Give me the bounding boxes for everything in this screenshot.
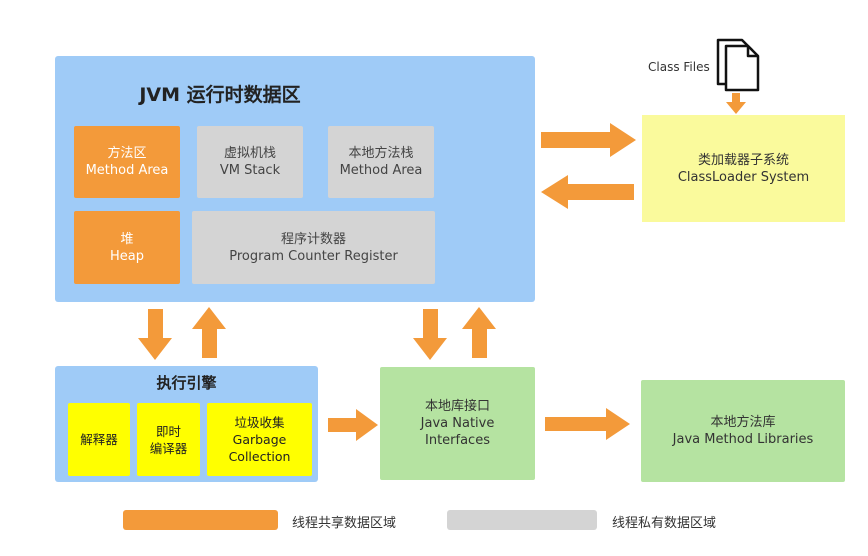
execution-engine-title: 执行引擎 [156, 374, 217, 392]
class-files-label: Class Files [648, 60, 710, 74]
arrow-jni-to-native [545, 408, 630, 440]
method-area-cn: 方法区 [107, 146, 147, 161]
arrow-jvm-to-jni [413, 309, 447, 360]
arrow-jvm-to-loader [541, 123, 636, 157]
vm-stack-en: VM Stack [219, 163, 281, 178]
interpreter-label: 解释器 [80, 432, 118, 447]
heap-en: Heap [110, 248, 144, 264]
vm-stack-box: 虚拟机栈 VM Stack [197, 126, 303, 198]
classloader-en: ClassLoader System [677, 169, 810, 185]
jni-box: 本地库接口 Java Native Interfaces [380, 367, 535, 480]
arrow-jvm-to-exec [138, 309, 172, 360]
garbage-collection-box: 垃圾收集 Garbage Collection [207, 403, 312, 476]
gc-cn: 垃圾收集 [234, 415, 285, 430]
gc-en-line1: Garbage [232, 432, 287, 447]
native-stack-en: Method Area [339, 163, 423, 178]
jit-label-line1: 即时 [155, 423, 181, 439]
pc-register-box: 程序计数器 Program Counter Register [192, 211, 435, 284]
interpreter-box: 解释器 [68, 403, 130, 476]
jni-cn: 本地库接口 [424, 399, 490, 414]
arrow-exec-to-jni [328, 409, 378, 441]
native-lib-en: Java Method Libraries [672, 432, 814, 447]
jni-en-line2: Interfaces [425, 433, 490, 448]
file-icon [716, 38, 760, 92]
method-area-en: Method Area [85, 163, 169, 178]
jit-label-line2: 编译器 [149, 440, 188, 456]
heap-box: 堆 Heap [74, 211, 180, 284]
arrow-classfiles-to-loader [726, 93, 746, 114]
arrow-jni-to-jvm [462, 307, 496, 358]
pc-register-en: Program Counter Register [229, 248, 398, 264]
heap-cn: 堆 [120, 231, 134, 247]
gc-en-line2: Collection [228, 449, 291, 464]
legend-shared-swatch [123, 510, 278, 530]
native-stack-box: 本地方法栈 Method Area [328, 126, 434, 198]
arrow-exec-to-jvm [192, 307, 226, 358]
native-stack-cn: 本地方法栈 [348, 146, 414, 161]
legend-shared-label: 线程共享数据区域 [292, 516, 397, 531]
jvm-title: JVM 运行时数据区 [139, 84, 301, 106]
jni-en-line1: Java Native [420, 416, 495, 431]
native-lib-cn: 本地方法库 [710, 415, 776, 430]
legend-private-label: 线程私有数据区域 [612, 516, 717, 531]
classloader-box: 类加载器子系统 ClassLoader System [642, 115, 845, 222]
method-area-box: 方法区 Method Area [74, 126, 180, 198]
classloader-cn: 类加载器子系统 [697, 152, 789, 168]
pc-register-cn: 程序计数器 [280, 231, 346, 247]
arrow-loader-to-jvm [541, 175, 634, 209]
vm-stack-cn: 虚拟机栈 [223, 146, 276, 161]
jit-compiler-box: 即时 编译器 [137, 403, 200, 476]
legend-private-swatch [447, 510, 597, 530]
native-libraries-box: 本地方法库 Java Method Libraries [641, 380, 845, 482]
